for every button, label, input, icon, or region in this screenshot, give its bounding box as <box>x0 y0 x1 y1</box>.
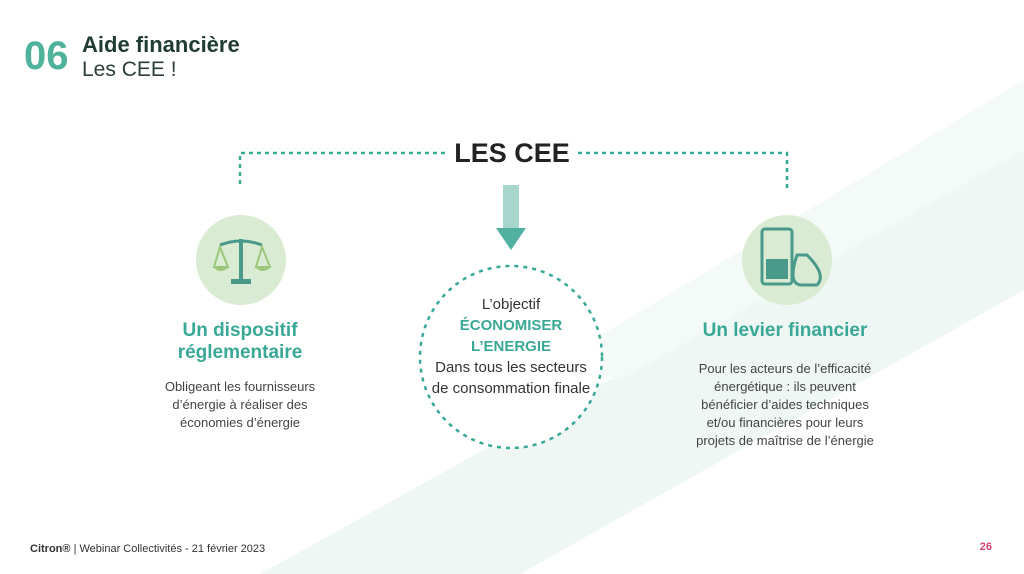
right-text: Pour les acteurs de l’efficacité énergét… <box>696 361 874 448</box>
center-highlight2: L’ENERGIE <box>470 338 552 355</box>
finance-icon <box>742 215 832 305</box>
page-title: Aide financière <box>82 32 240 57</box>
section-number: 06 <box>24 34 69 78</box>
center-title: LES CEE <box>454 138 570 168</box>
page-number: 26 <box>979 541 992 553</box>
center-highlight1: ÉCONOMISER <box>459 317 563 334</box>
center-line1: L’objectif <box>481 296 541 313</box>
footer-brand: Citron® <box>30 543 71 555</box>
footer-text: | Webinar Collectivités - 21 février 202… <box>73 543 266 555</box>
scales-icon <box>196 215 286 305</box>
center-line2: Dans tous les secteurs de consommation f… <box>431 359 591 397</box>
left-text: Obligeant les fournisseurs d’énergie à r… <box>164 379 316 430</box>
left-title: Un dispositif réglementaire <box>177 320 303 363</box>
page-subtitle: Les CEE ! <box>82 58 177 81</box>
right-title: Un levier financier <box>702 320 868 341</box>
